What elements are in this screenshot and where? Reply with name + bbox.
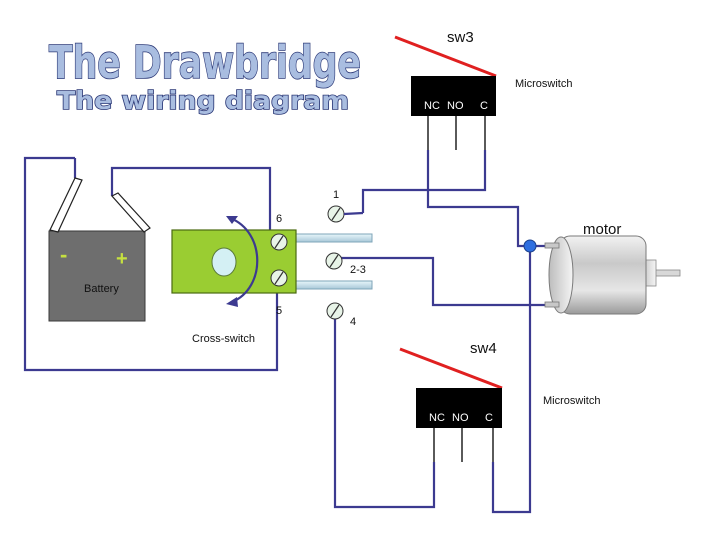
wire-sw3-nc-to-junction [426, 150, 531, 248]
diagram-title: The Drawbridge [49, 36, 361, 89]
contact-1 [327, 205, 364, 223]
contact-2-3 [325, 252, 343, 270]
cross-switch-rotation-arrow [229, 216, 259, 304]
terminal-label-6: 6 [276, 213, 282, 225]
sw3-body [411, 76, 496, 116]
motor-label: motor [583, 221, 621, 238]
terminal-label-5: 5 [276, 305, 282, 317]
cross-switch-arrow-head-bottom [226, 297, 238, 307]
cross-switch-label: Cross-switch [192, 333, 255, 345]
contact-label-1: 1 [333, 189, 339, 201]
battery-minus-symbol: - [60, 242, 67, 267]
cross-switch-rail-top [294, 233, 373, 243]
sw4-name: sw4 [470, 340, 497, 357]
battery-plus-clip [111, 192, 151, 233]
sw4-body [416, 388, 502, 428]
cross-switch-arrow-head-top [226, 216, 238, 224]
motor: motor [544, 221, 681, 315]
wire-sw4-c-to-junction [491, 246, 532, 514]
sw4-pin-nc: NC [429, 412, 445, 424]
sw3-pin-c: C [480, 100, 488, 112]
wire-contact-23-to-motor [338, 256, 550, 307]
sw3-type-label: Microswitch [515, 78, 572, 90]
microswitch-sw4: NC NO C sw4 Microswitch [399, 340, 600, 462]
wires [23, 150, 555, 514]
sw4-pin-no: NO [452, 412, 469, 424]
wire-battery-plus-to-terminal-6 [110, 166, 272, 240]
battery-label: Battery [84, 283, 119, 295]
motor-terminal-upper [544, 242, 560, 249]
sw3-name: sw3 [447, 29, 474, 46]
battery-body [48, 230, 146, 322]
battery-plus-symbol: + [116, 248, 128, 270]
motor-end-cap [548, 236, 574, 314]
terminal-screw-6 [270, 233, 288, 251]
cross-switch: 6 5 Cross-switch [171, 213, 373, 345]
sw3-pin-no: NO [447, 100, 464, 112]
sw4-lever [399, 347, 503, 390]
diagram-subtitle: The wiring diagram [57, 86, 349, 115]
cross-switch-knob [211, 247, 237, 277]
contact-4 [326, 302, 344, 320]
sw4-pin-c: C [485, 412, 493, 424]
sw3-lever [394, 35, 497, 78]
terminal-screw-5 [270, 269, 288, 287]
sw4-type-label: Microswitch [543, 395, 600, 407]
contact-label-4: 4 [350, 316, 356, 328]
motor-terminal-lower [544, 301, 560, 308]
cross-switch-rail-bottom [294, 280, 373, 290]
wire-battery-minus-to-terminal-5 [23, 156, 279, 372]
microswitch-sw3: NC NO C sw3 Microswitch [394, 29, 572, 150]
battery: - + Battery [48, 158, 151, 322]
sw3-pin-nc: NC [424, 100, 440, 112]
battery-minus-clip [49, 177, 83, 233]
contact-label-2-3: 2-3 [350, 264, 366, 276]
wire-contact-4-to-sw4-nc [333, 319, 436, 509]
wire-contact-1-to-sw3-c [361, 150, 487, 213]
junction-node [523, 239, 537, 253]
